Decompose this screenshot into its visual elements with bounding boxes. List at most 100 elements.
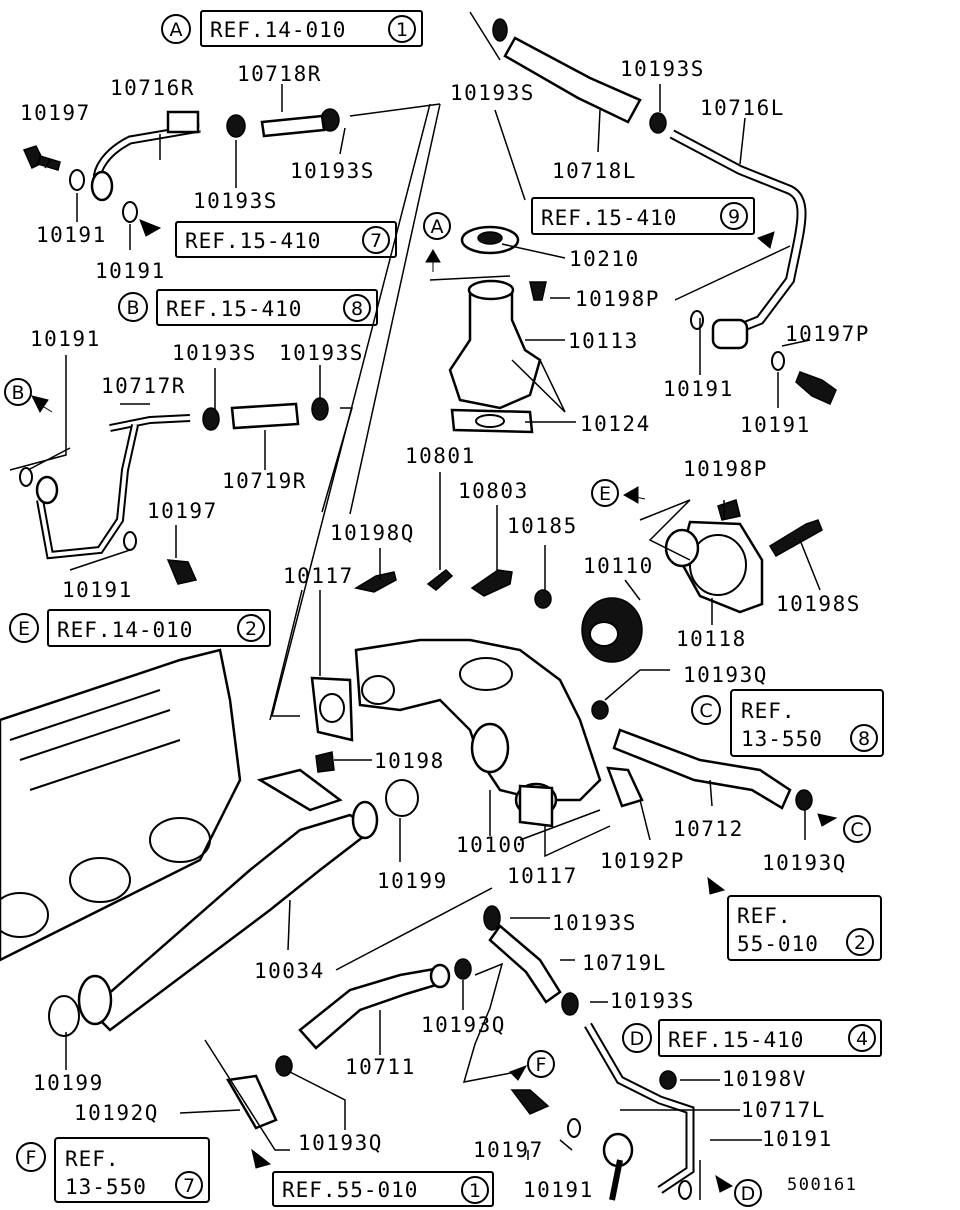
marker-d-circle: D: [715, 1174, 762, 1207]
ref-box-13-550-8: C REF. 13-550 8: [691, 689, 884, 757]
svg-text:2: 2: [245, 618, 257, 640]
fitting-10192q-icon: [225, 1074, 278, 1130]
label-10193q: 10193Q: [421, 1013, 506, 1037]
o-ring-10199-icon: [385, 779, 419, 817]
label-10198p: 10198P: [683, 457, 768, 481]
ref-box-14-010-2: E REF.14-010 2: [9, 609, 271, 647]
leader-lines: [9, 11, 821, 1200]
clamp-icon: [226, 114, 246, 138]
clamp-icon: [454, 958, 472, 980]
label-10191: 10191: [762, 1127, 833, 1151]
label-10198p: 10198P: [575, 287, 660, 311]
marker-a-label: A: [170, 19, 183, 41]
label-10191: 10191: [62, 578, 133, 602]
clamp-icon: [492, 18, 508, 42]
label-10193s: 10193S: [279, 341, 364, 365]
svg-text:REF.15-410: REF.15-410: [541, 206, 677, 230]
svg-text:55-010: 55-010: [737, 932, 819, 956]
washer-icon: [19, 467, 33, 487]
label-10197: 10197: [20, 101, 91, 125]
washer-icon: [771, 351, 785, 371]
svg-text:13-550: 13-550: [741, 727, 823, 751]
banjo-fitting-icon: [711, 318, 749, 350]
label-10198v: 10198V: [722, 1067, 807, 1091]
ref-box-15-410-7: REF.15-410 7: [175, 221, 397, 258]
label-10034: 10034: [254, 959, 325, 983]
banjo-fitting-icon: [35, 475, 59, 505]
svg-text:C: C: [850, 819, 863, 841]
marker-a-circle: A: [423, 212, 451, 272]
fitting-10192p-icon: [606, 766, 644, 808]
bolt-10198p-icon: [717, 499, 741, 521]
svg-text:REF.15-410: REF.15-410: [166, 297, 302, 321]
svg-text:REF.14-010: REF.14-010: [210, 18, 346, 42]
washer-icon: [678, 1180, 692, 1200]
label-10191: 10191: [36, 223, 107, 247]
clamp-icon: [202, 407, 220, 431]
svg-text:7: 7: [183, 1175, 195, 1197]
svg-text:B: B: [126, 297, 139, 319]
label-10193s: 10193S: [450, 81, 535, 105]
bolt-10197-icon: [510, 1089, 550, 1115]
svg-text:REF.: REF.: [741, 699, 796, 723]
bolt-10197p-icon: [795, 371, 837, 405]
svg-text:2: 2: [854, 932, 866, 954]
bracket-icon: [166, 110, 200, 134]
bolt-10197-icon: [166, 559, 198, 585]
washer-icon: [123, 531, 137, 551]
label-10117: 10117: [507, 864, 578, 888]
svg-text:8: 8: [858, 728, 870, 750]
label-10716r: 10716R: [110, 76, 195, 100]
label-10801: 10801: [405, 444, 476, 468]
svg-text:D: D: [741, 1183, 756, 1205]
svg-text:13-550: 13-550: [65, 1175, 147, 1199]
svg-text:REF.14-010: REF.14-010: [57, 618, 193, 642]
label-10193q: 10193Q: [683, 663, 768, 687]
marker-f-circle: F: [509, 1050, 555, 1081]
bolt-10198q-icon: [354, 571, 397, 593]
label-10193s: 10193S: [290, 159, 375, 183]
label-10100: 10100: [456, 833, 527, 857]
ref-box-15-410-9: REF.15-410 9: [531, 197, 755, 235]
hose-10719r: [230, 402, 300, 430]
hose-10719l: [488, 924, 562, 1004]
svg-text:REF.: REF.: [65, 1147, 120, 1171]
label-10199: 10199: [377, 869, 448, 893]
ref-box-13-550-7: F REF. 13-550 7: [16, 1137, 210, 1203]
label-10193q: 10193Q: [298, 1131, 383, 1155]
label-10193s: 10193S: [552, 911, 637, 935]
bolt-10198v-icon: [659, 1070, 677, 1090]
water-outlet-icon: [354, 638, 602, 802]
filler-neck-icon: [448, 286, 542, 410]
clamp-icon: [275, 1055, 293, 1077]
clamp-icon: [561, 992, 579, 1016]
label-10117: 10117: [283, 564, 354, 588]
svg-text:7: 7: [370, 230, 382, 252]
label-10191: 10191: [30, 327, 101, 351]
label-10192q: 10192Q: [74, 1101, 159, 1125]
label-10718l: 10718L: [552, 159, 637, 183]
label-10191: 10191: [740, 413, 811, 437]
hose-10718l: [503, 36, 642, 124]
hose-10712: [612, 728, 792, 810]
plug-10185-icon: [534, 589, 552, 609]
svg-text:F: F: [536, 1054, 547, 1076]
label-10198: 10198: [374, 749, 445, 773]
banjo-fitting-icon: [90, 170, 114, 202]
label-10716l: 10716L: [700, 96, 785, 120]
ref-box-55-010-1: REF.55-010 1: [272, 1171, 494, 1207]
label-10193s: 10193S: [610, 989, 695, 1013]
clamp-icon: [591, 700, 609, 720]
bolt-10197-icon: [22, 145, 61, 171]
svg-text:C: C: [699, 700, 712, 722]
label-10718r: 10718R: [237, 62, 322, 86]
label-10717l: 10717L: [741, 1098, 826, 1122]
ref-box-15-410-8: B REF.15-410 8: [118, 289, 378, 326]
washer-icon: [69, 169, 85, 191]
label-10124: 10124: [580, 412, 651, 436]
gasket-10117-icon: [310, 676, 354, 742]
svg-text:8: 8: [351, 298, 363, 320]
marker-e-circle: E: [591, 479, 646, 507]
